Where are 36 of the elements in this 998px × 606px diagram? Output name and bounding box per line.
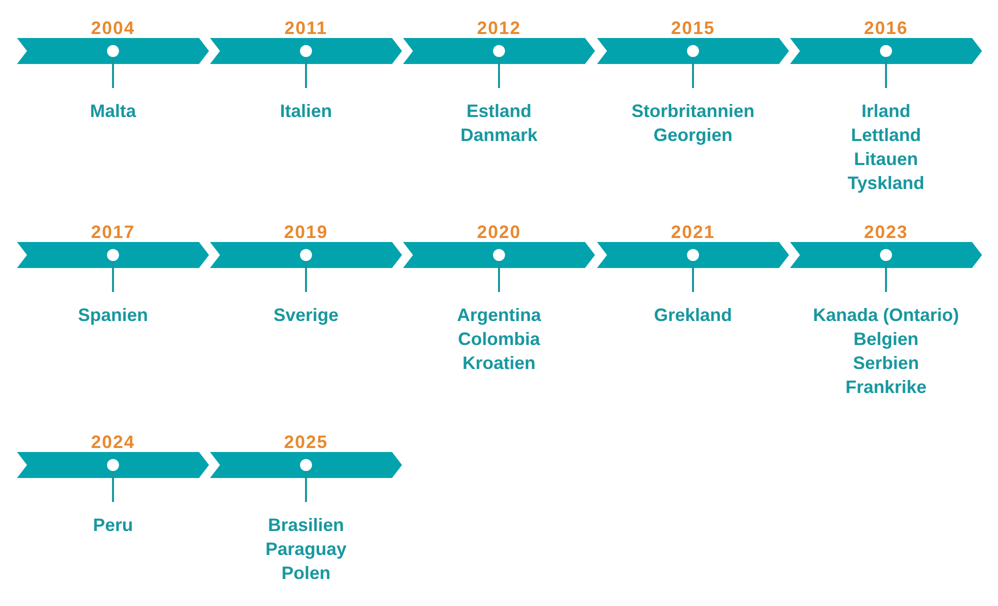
country-label: Danmark <box>459 124 539 147</box>
country-label: Polen <box>280 562 332 585</box>
country-label: Italien <box>278 100 333 123</box>
country-label: Colombia <box>456 328 542 351</box>
year-label: 2019 <box>282 221 330 243</box>
year-label: 2025 <box>282 431 330 453</box>
country-label: Brasilien <box>266 514 346 537</box>
year-label: 2024 <box>90 431 136 453</box>
country-label: Tyskland <box>846 172 926 195</box>
country-label: Paraguay <box>264 538 348 561</box>
year-label: 2016 <box>862 17 910 39</box>
year-label: 2011 <box>283 17 329 39</box>
year-label: 2015 <box>670 17 716 39</box>
country-label: Spanien <box>76 304 149 327</box>
country-label: Litauen <box>852 148 919 171</box>
country-label: Irland <box>860 100 912 123</box>
country-label: Peru <box>92 514 134 537</box>
year-label: 2023 <box>862 221 910 243</box>
country-label: Malta <box>88 100 138 123</box>
country-label: Estland <box>465 100 532 123</box>
country-label: Serbien <box>852 352 920 375</box>
year-label: 2004 <box>90 17 136 39</box>
country-label: Grekland <box>652 304 734 327</box>
country-label: Storbritannien <box>630 100 756 123</box>
year-label: 2017 <box>90 221 136 243</box>
country-label: Kanada (Ontario) <box>812 304 960 327</box>
country-label: Belgien <box>852 328 920 351</box>
country-label: Argentina <box>456 304 542 327</box>
year-label: 2020 <box>476 221 522 243</box>
country-label: Frankrike <box>844 376 928 399</box>
country-label: Georgien <box>652 124 734 147</box>
year-label: 2021 <box>670 221 716 243</box>
country-label: Sverige <box>272 304 340 327</box>
year-label: 2012 <box>476 17 522 39</box>
country-label: Kroatien <box>461 352 536 375</box>
country-label: Lettland <box>850 124 922 147</box>
